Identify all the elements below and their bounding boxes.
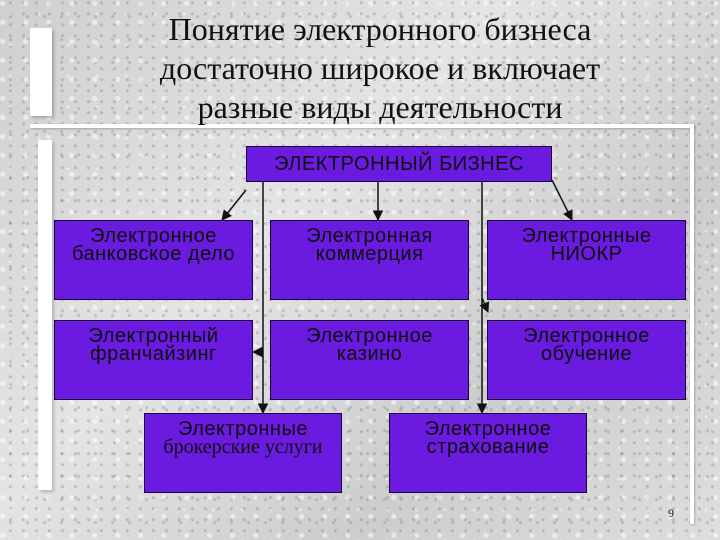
box-electronic-insurance: Электронное страхование	[389, 413, 587, 493]
box-label-line-2: коммерция	[315, 243, 424, 265]
box-label-line-1: Электронное	[523, 325, 650, 347]
decorative-frame-vertical-right	[690, 124, 694, 524]
box-label-line-2: НИОКР	[550, 243, 623, 265]
box-electronic-education: Электронное обучение	[487, 320, 686, 400]
slide-title: Понятие электронного бизнеса достаточно …	[90, 10, 670, 127]
box-electronic-banking: Электронное банковское дело	[54, 220, 253, 300]
arrow-to-education	[479, 297, 490, 313]
box-electronic-franchising: Электронный франчайзинг	[54, 320, 253, 400]
decorative-frame-horizontal	[30, 124, 694, 128]
box-label-line-2: банковское дело	[71, 243, 236, 265]
decorative-frame-vertical-top	[30, 28, 52, 116]
box-label-line-2: франчайзинг	[90, 343, 217, 365]
box-label-line-2: обучение	[540, 343, 633, 365]
box-label-line-1: Электронное	[306, 325, 433, 347]
title-line-2: достаточно широкое и включает	[159, 50, 601, 86]
arrow-root-to-banking	[221, 189, 247, 221]
box-label-line-1: Электронные	[521, 225, 652, 247]
box-label-line-1: Электронное	[90, 225, 217, 247]
box-label-line-2: казино	[336, 343, 403, 365]
box-label-line-1: Электронный	[88, 325, 219, 347]
box-label-line-1: Электронная	[306, 225, 433, 247]
title-line-1: Понятие электронного бизнеса	[168, 11, 592, 47]
box-label-line-1: Электронные	[178, 418, 308, 440]
root-box-electronic-business: ЭЛЕКТРОННЫЙ БИЗНЕС	[246, 146, 552, 182]
box-electronic-casino: Электронное казино	[270, 320, 469, 400]
title-line-3: разные виды деятельности	[197, 89, 563, 125]
box-electronic-commerce: Электронная коммерция	[270, 220, 469, 300]
box-label-line-2: брокерские услуги	[163, 436, 323, 458]
box-label-line-2: страхование	[426, 436, 550, 458]
box-label-line-1: Электронное	[424, 418, 552, 440]
root-label: ЭЛЕКТРОННЫЙ БИЗНЕС	[274, 153, 524, 175]
box-electronic-rnd: Электронные НИОКР	[487, 220, 686, 300]
box-electronic-brokerage: Электронные брокерские услуги	[144, 413, 342, 493]
page-number: 9	[668, 506, 674, 520]
arrow-root-to-rnd	[551, 179, 573, 221]
decorative-frame-vertical-left	[38, 140, 52, 490]
